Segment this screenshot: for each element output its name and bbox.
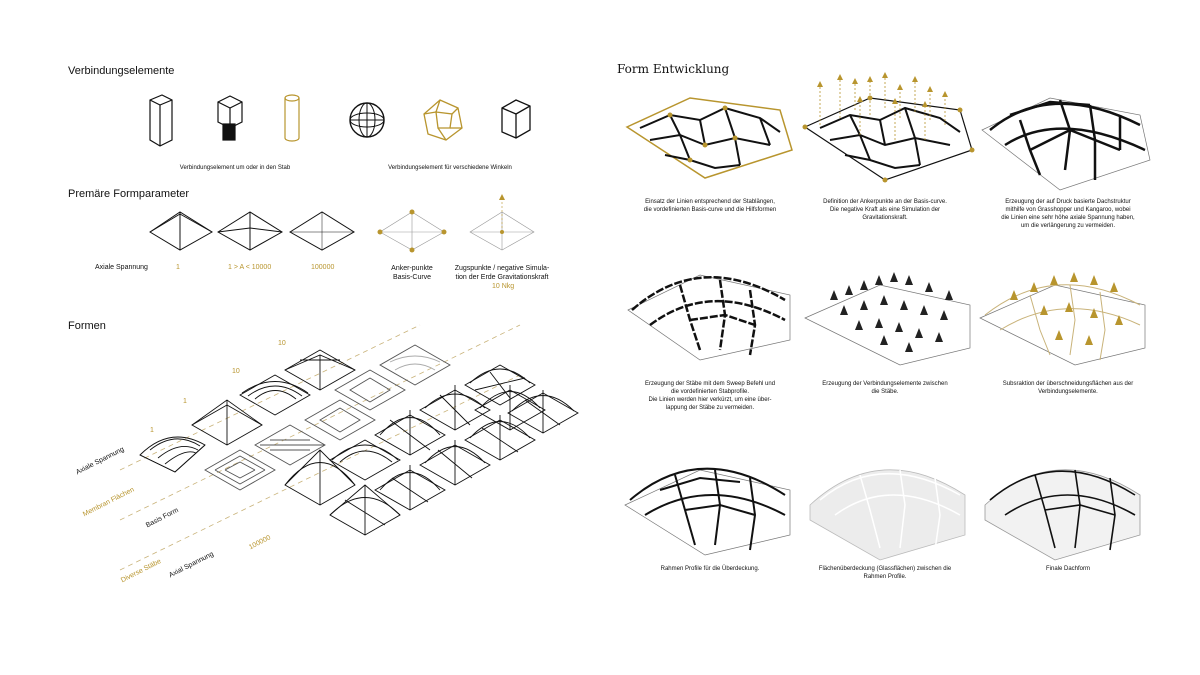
param-gravity-point (469, 194, 535, 251)
connector-points (830, 272, 953, 352)
formen-shapes (139, 344, 579, 536)
dome-row-1 (139, 349, 356, 473)
val-1a: 1 (150, 427, 154, 434)
step-3-caption: Erzeugung der auf Druck basierte Dachstr… (1001, 199, 1135, 229)
val-10a: 10 (232, 368, 240, 375)
param-row-label: Axiale Spannung (95, 264, 148, 271)
divider-2 (119, 324, 521, 521)
box-connector-icon (149, 94, 173, 147)
gravity-arrows (819, 76, 946, 140)
divider-1 (119, 324, 421, 471)
param-pyramid-3 (289, 211, 355, 251)
dome-row-2 (204, 344, 451, 491)
sphere-connector-icon (349, 102, 385, 138)
divider-3 (119, 374, 521, 571)
step-2-caption: Definition der Ankerpunkte an der Basis-… (823, 199, 947, 221)
param-gravity-label: Zugspunkte / negative Simula- tion der E… (454, 265, 550, 281)
param-value-3: 100000 (311, 264, 335, 271)
step-2-diagram (802, 72, 975, 183)
polyhedron-connector-icon (423, 99, 463, 141)
form-entwicklung-title: Form Entwicklung (617, 62, 730, 76)
subtracted-connectors (1010, 272, 1123, 345)
step-9-caption: Finale Dachform (1045, 566, 1090, 572)
step-1-diagram (625, 97, 793, 179)
param-value-2: 1 > A < 10000 (228, 264, 272, 271)
formparameter-diagrams (149, 194, 535, 253)
formparameter-title: Premäre Formparameter (68, 188, 190, 200)
socket-connector-icon (217, 95, 243, 141)
step-6-diagram (979, 272, 1146, 366)
formen-title: Formen (68, 320, 106, 332)
formen-matrix (119, 324, 579, 571)
step-4-diagram (627, 274, 791, 361)
dome-row-4 (329, 385, 579, 536)
step-4-caption: Erzeugung der Stäbe mit dem Sweep Befehl… (644, 381, 776, 411)
verbindung-caption-a: Verbindungselement um oder in den Stab (179, 165, 291, 171)
val-1b: 1 (183, 398, 187, 405)
verbindung-title: Verbindungselemente (68, 65, 175, 77)
cylinder-connector-icon (284, 94, 300, 142)
step-8-diagram (809, 469, 966, 561)
step-7-diagram (624, 467, 791, 556)
param-value-1: 1 (176, 264, 180, 271)
param-anchor-label: Anker-punkte Basis-Curve (391, 265, 433, 281)
step-5-diagram (804, 272, 971, 366)
dome-row-3 (284, 364, 536, 506)
verbindung-caption-b: Verbindungselement für verschiedene Wink… (388, 165, 512, 171)
step-3-diagram (981, 97, 1151, 191)
param-pyramid-1 (149, 211, 213, 251)
param-gravity-value: 10 Nkg (492, 283, 515, 290)
step-7-caption: Rahmen Profile für die Überdeckung. (660, 566, 760, 572)
param-pyramid-2 (217, 211, 283, 251)
step-8-caption: Flächenüberdeckung (Glassflächen) zwisch… (818, 566, 952, 580)
step-9-diagram (984, 469, 1141, 561)
param-anchor-points (377, 209, 447, 253)
step-1-caption: Einsatz der Linien entsprechend der Stab… (643, 199, 777, 213)
val-10b: 10 (278, 340, 286, 347)
step-5-caption: Erzeugung der Verbindungselemente zwisch… (822, 381, 948, 395)
cube-connector-icon (501, 99, 531, 139)
connector-icons (149, 94, 531, 147)
step-6-caption: Subsraktion der überschneidungsflächen a… (1002, 381, 1134, 395)
